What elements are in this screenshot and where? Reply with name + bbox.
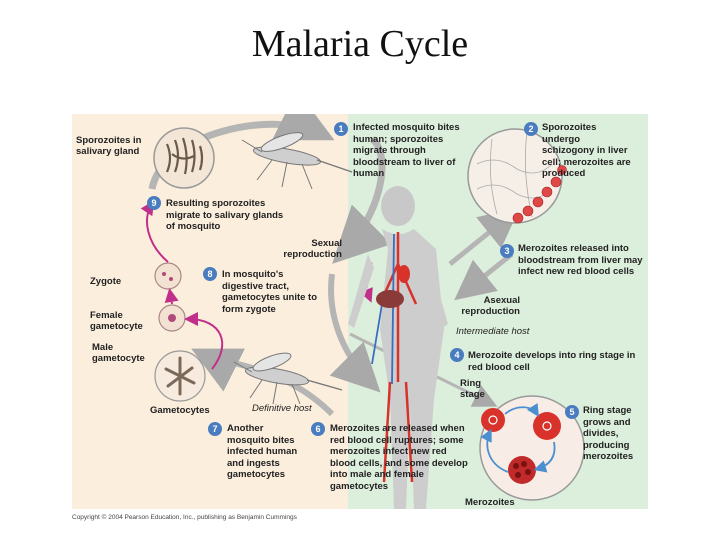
step-3-text: Merozoites released into bloodstream fro… <box>518 243 643 277</box>
step-5-text: Ring stage grows and divides, producing … <box>583 405 634 462</box>
step-1-badge: 1 <box>334 122 348 136</box>
label-intermediate-host: Intermediate host <box>456 326 530 337</box>
step-8-text: In mosquito's digestive tract, gametocyt… <box>222 269 318 315</box>
label-merozoites: Merozoites <box>465 497 515 508</box>
mosquito-bottom-icon <box>233 352 343 405</box>
slide-title: Malaria Cycle <box>251 23 469 65</box>
label-zygote: Zygote <box>90 276 122 287</box>
rbc-ruptured-icon <box>508 456 536 484</box>
arrow-release <box>454 252 514 301</box>
step-2-text: Sporozoites undergo schizogony in liver … <box>542 122 631 179</box>
label-gametocytes: Gametocytes <box>150 405 210 416</box>
arrow-bite <box>332 136 392 264</box>
mosquito-top-icon <box>241 132 353 190</box>
step-2-badge: 2 <box>524 122 538 136</box>
step-6-badge: 6 <box>311 422 325 436</box>
step-9-text: Resulting sporozoites migrate to salivar… <box>166 198 284 232</box>
rbc-ring-icon <box>481 408 505 432</box>
step-7-text: Another mosquito bites infected human an… <box>227 423 298 480</box>
step-1-text: Infected mosquito bites human; sporozoit… <box>353 122 460 179</box>
step-4-text: Merozoite develops into ring stage in re… <box>468 350 636 373</box>
arrow-to-blood <box>328 273 381 393</box>
step-3-badge: 3 <box>500 244 514 258</box>
label-female-gametocyte: Female gametocyte <box>90 310 143 332</box>
rbc-dividing-icon <box>533 412 561 440</box>
liver-icon <box>376 290 404 308</box>
label-male-gametocyte: Male gametocyte <box>92 342 145 364</box>
copyright-notice: Copyright © 2004 Pearson Education, Inc.… <box>72 514 297 521</box>
label-definitive-host: Definitive host <box>252 403 312 414</box>
zygote-icon <box>154 262 182 290</box>
label-sexual-reproduction: Sexual reproduction <box>283 238 342 260</box>
step-8-badge: 8 <box>203 267 217 281</box>
mosquito-panel <box>72 114 348 509</box>
merozoites-chain <box>512 165 567 224</box>
label-ring-stage: Ring stage <box>460 378 485 400</box>
cycle-illustration <box>140 114 585 509</box>
step-5-badge: 5 <box>565 405 579 419</box>
arrow-liver <box>448 207 520 266</box>
label-asexual-reproduction: Asexual reproduction <box>461 295 520 317</box>
step-7-badge: 7 <box>208 422 222 436</box>
step-6-text: Merozoites are released when red blood c… <box>330 423 468 492</box>
step-4-badge: 4 <box>450 348 464 362</box>
step-9-badge: 9 <box>147 196 161 210</box>
malaria-cycle-figure: Sporozoites in salivary gland Zygote Fem… <box>72 114 648 509</box>
label-sporozoites-gland: Sporozoites in salivary gland <box>76 135 142 157</box>
human-figure-icon <box>348 186 448 509</box>
